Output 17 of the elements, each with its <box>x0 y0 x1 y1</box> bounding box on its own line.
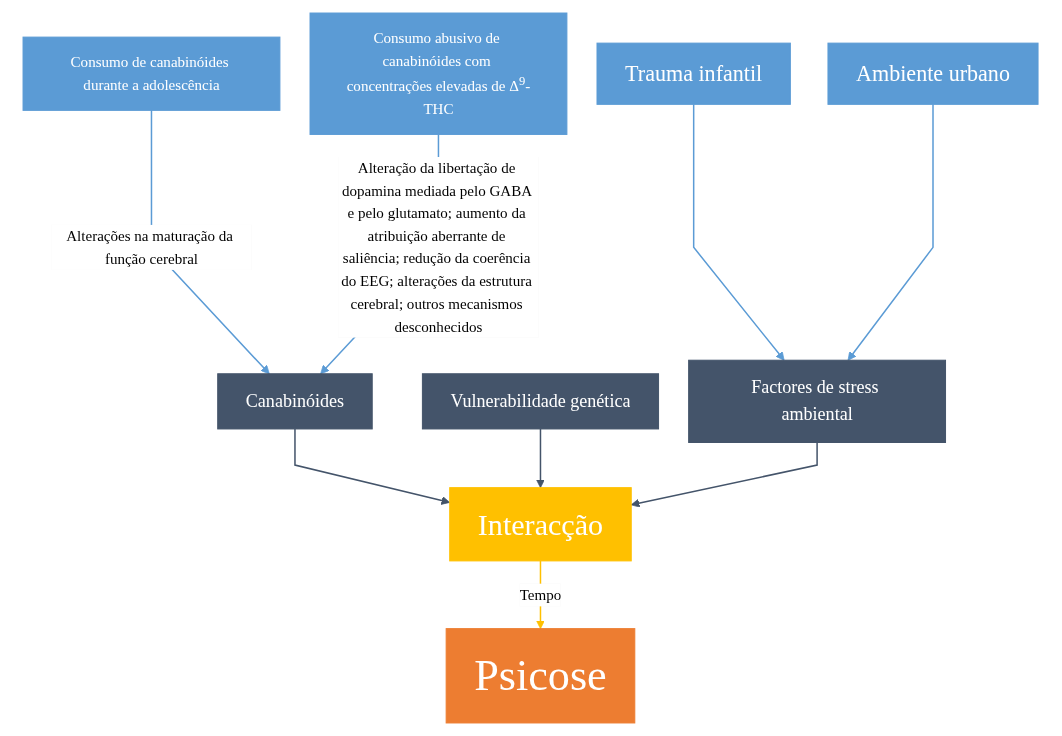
node-box: Consumo de canabinóides durante a adolescência <box>23 36 281 111</box>
node-box: Vulnerabilidade genética <box>422 373 660 430</box>
node-box: Canabinóides <box>217 373 374 430</box>
arrow <box>693 103 785 361</box>
node-box: Ambiente urbano <box>827 42 1039 105</box>
node-box: Consumo abusivo de canabinóides com concentrações elevadas de Δ$^{9}$-THC <box>309 12 568 135</box>
arrow <box>631 441 819 508</box>
arrow <box>294 428 451 505</box>
node-box: Factores de stress ambiental <box>688 359 947 443</box>
node-box: Trauma infantil <box>596 42 792 105</box>
node-box: Psicose <box>446 628 636 724</box>
node-box: Interacção <box>449 487 633 562</box>
edge-label: Tempo <box>520 586 562 603</box>
edge-label: Alteração da libertação de dopamina mediada pelo GABA e pelo glutamato; aumento da atribuição aberrante de saliência; redução da coerência do EEG; alterações da estrutura cerebral; outros mecanismos desconhecidos <box>341 160 533 335</box>
arrow <box>848 103 935 361</box>
edge-label: Alterações na maturação da função cerebral <box>66 227 234 267</box>
arrow <box>536 428 546 489</box>
